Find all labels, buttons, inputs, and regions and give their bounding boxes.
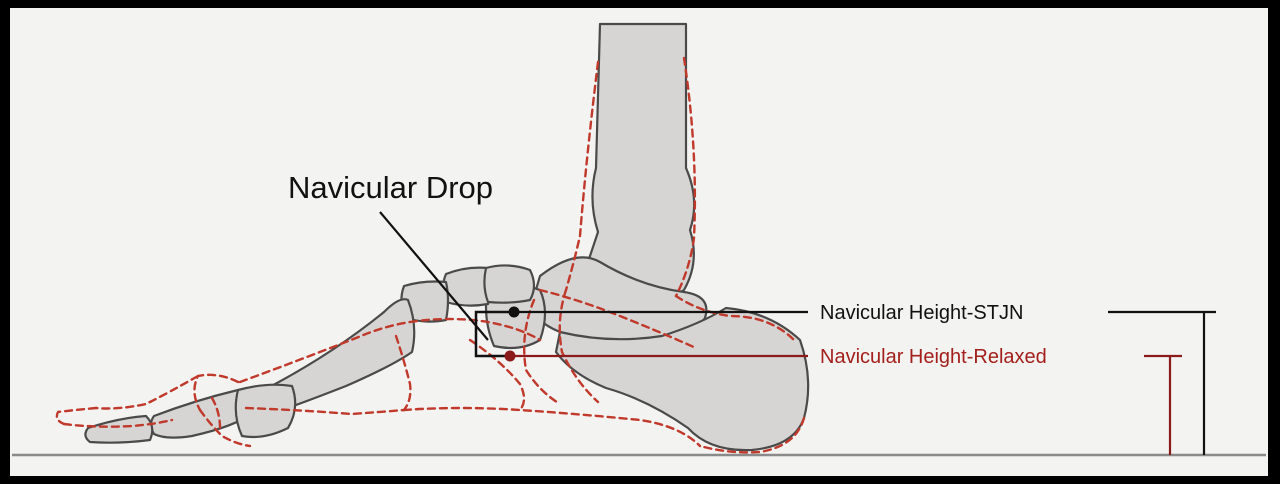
distal-phalanx xyxy=(84,414,154,444)
relaxed-navicular-point xyxy=(504,350,516,362)
drop-bracket xyxy=(474,310,514,358)
foot-diagram: Navicular Drop Navicular Height-STJN Nav… xyxy=(12,22,1266,457)
diagram-panel: Navicular Drop Navicular Height-STJN Nav… xyxy=(10,8,1268,476)
navicular-height-stjn-label: Navicular Height-STJN xyxy=(820,302,1023,324)
foot-bones xyxy=(84,22,810,452)
forefoot xyxy=(234,383,297,439)
measurement-lines xyxy=(379,211,1216,455)
drop-pointer-line xyxy=(379,211,489,341)
cuneiform-2 xyxy=(483,264,536,304)
stjn-navicular-point xyxy=(508,306,520,318)
navicular-drop-label: Navicular Drop xyxy=(288,170,493,205)
relaxed-outline xyxy=(55,56,806,454)
navicular-height-relaxed-label: Navicular Height-Relaxed xyxy=(820,346,1047,368)
proximal-phalanx xyxy=(149,388,252,439)
